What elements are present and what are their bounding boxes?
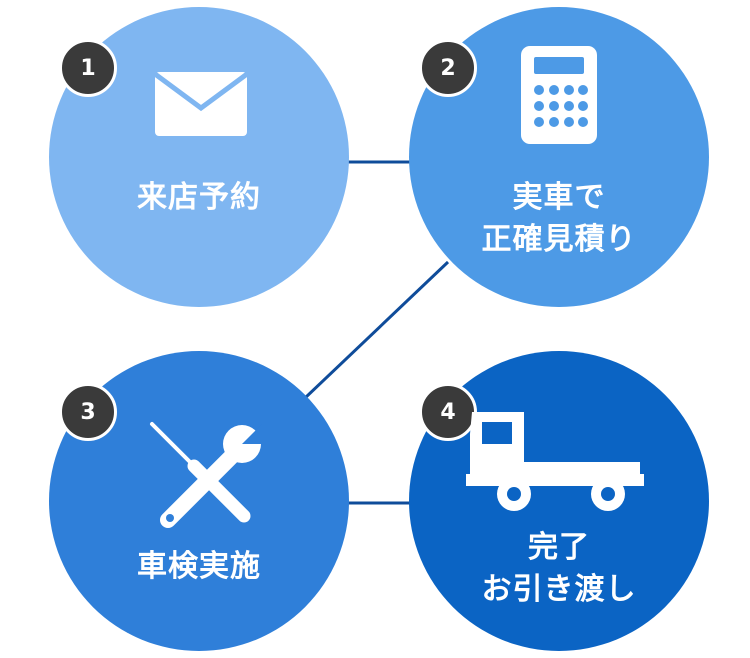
connector-2-3 (303, 260, 450, 400)
step-3-label: 車検実施 (49, 546, 349, 588)
step-4-label-line-1: 完了 (528, 530, 590, 565)
envelope-icon (155, 72, 247, 136)
calculator-icon (521, 46, 597, 144)
step-4-label: 完了 お引き渡し (409, 527, 709, 611)
step-3-number-badge: 3 (59, 383, 117, 441)
step-1-number-badge: 1 (59, 39, 117, 97)
step-4-label-line-2: お引き渡し (481, 572, 637, 607)
step-2-label-line-1: 実車で (512, 180, 606, 215)
truck-icon (466, 412, 644, 511)
step-2-number-badge: 2 (419, 39, 477, 97)
step-3-label-line-1: 車検実施 (137, 549, 261, 584)
step-2-label: 実車で 正確見積り (409, 177, 709, 261)
step-4-number-badge: 4 (419, 383, 477, 441)
tools-icon (150, 422, 262, 528)
step-1-label: 来店予約 (49, 177, 349, 219)
step-2-label-line-2: 正確見積り (481, 222, 637, 257)
step-1-label-line-1: 来店予約 (137, 180, 261, 215)
